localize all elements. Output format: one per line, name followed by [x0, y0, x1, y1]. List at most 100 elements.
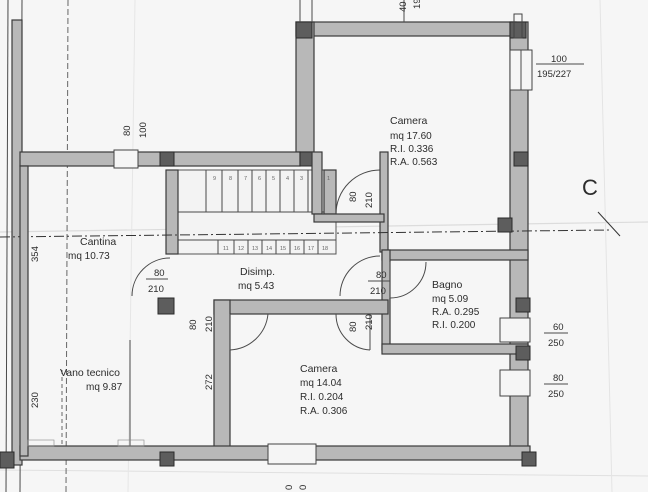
camera-window-opening	[499, 369, 531, 397]
dim-cantina-door-210: 210	[148, 284, 164, 295]
stair-step-number: 12	[238, 246, 244, 252]
dim-bottom-b: 0	[298, 485, 309, 490]
column	[295, 21, 313, 39]
paper-crease	[599, 0, 613, 492]
dim-camera-window-80: 80	[553, 373, 564, 384]
dim-window-width: 100	[551, 54, 567, 65]
camera-bottom-ra: R.A. 0.306	[300, 406, 348, 417]
stair-left-wall	[165, 169, 179, 255]
column	[521, 451, 537, 467]
column-outline	[513, 13, 523, 39]
column	[515, 297, 531, 313]
column	[0, 451, 15, 469]
stair-step-number: 18	[322, 246, 328, 252]
dim-top-40: 40	[398, 1, 409, 12]
dim-stair-door-210: 210	[364, 192, 375, 208]
camera-top-ra: R.A. 0.563	[390, 157, 438, 168]
stair-step-number: 11	[223, 246, 229, 252]
dim-hall-door-210: 210	[204, 316, 215, 332]
bagno-top-wall	[381, 249, 529, 261]
hall-door-swing	[229, 313, 269, 351]
dim-camera-door-210: 210	[364, 314, 375, 330]
stair-step-number: 7	[244, 176, 247, 182]
cantina-door-swing	[131, 257, 171, 297]
column	[157, 297, 175, 315]
dim-bagno-window-60: 60	[553, 322, 564, 333]
bagno-ri: R.I. 0.200	[432, 320, 476, 331]
camera-top-name: Camera	[390, 115, 428, 127]
column	[513, 151, 529, 167]
dim-camera-door-80: 80	[348, 321, 359, 332]
bagno-area: mq 5.09	[432, 294, 469, 305]
camera-bottom-area: mq 14.04	[300, 378, 342, 389]
bagno-ra: R.A. 0.295	[432, 307, 480, 318]
stair-lower-wall	[313, 213, 385, 223]
dim-354: 354	[30, 246, 41, 262]
stair-step-number: 13	[252, 246, 258, 252]
stair-step-number: 3	[300, 176, 303, 182]
dim-top-19: 19	[412, 0, 423, 9]
dim-left-window-80: 80	[122, 125, 133, 136]
dim-bottom-a: 0	[284, 485, 295, 490]
disimp-name: Disimp.	[240, 266, 275, 278]
paper-crease	[0, 469, 648, 477]
stair-step-number: 15	[280, 246, 286, 252]
dim-disimp-door-210: 210	[370, 286, 386, 297]
stair-step-number: 1	[327, 176, 330, 182]
camera-door-swing	[335, 313, 371, 351]
dim-left-window-100: 100	[138, 122, 149, 138]
vano-tecnico-area: mq 9.87	[86, 382, 123, 393]
column	[159, 151, 175, 167]
dim-camera-window-250: 250	[548, 389, 564, 400]
bottom-annotation-boxes	[27, 439, 145, 447]
left-axis-line	[65, 0, 69, 492]
bottom-window-opening	[267, 443, 317, 465]
cantina-name: Cantina	[80, 236, 116, 248]
stair-step-number: 6	[258, 176, 261, 182]
dim-cantina-door-80: 80	[154, 268, 165, 279]
stair-step-number: 5	[272, 176, 275, 182]
cantina-area: mq 10.73	[68, 251, 110, 262]
stair-lower-steps	[217, 240, 319, 254]
dim-window-height: 195/227	[537, 69, 571, 80]
column	[515, 345, 531, 361]
paper-crease	[127, 0, 136, 492]
dim-hall-door-80: 80	[188, 319, 199, 330]
column	[509, 21, 527, 39]
camera-bottom-left-wall	[213, 299, 231, 449]
stair-step-number: 17	[308, 246, 314, 252]
stair-step-number: 8	[229, 176, 232, 182]
left-inner-wall	[19, 165, 29, 457]
dim-stair-door-80: 80	[348, 191, 359, 202]
disimp-area: mq 5.43	[238, 281, 275, 292]
camera-bottom-ri: R.I. 0.204	[300, 392, 344, 403]
dim-bagno-window-250: 250	[548, 338, 564, 349]
column	[497, 217, 513, 233]
vano-tecnico-name: Vano tecnico	[60, 367, 120, 379]
stair-step-number: 16	[294, 246, 300, 252]
camera-top-ri: R.I. 0.336	[390, 144, 434, 155]
stair-step-number: 9	[213, 176, 216, 182]
section-arrow	[597, 211, 621, 237]
bagno-name: Bagno	[432, 279, 463, 291]
camera-top-area: mq 17.60	[390, 131, 432, 142]
central-wall	[379, 151, 389, 253]
upper-left-wall	[295, 21, 315, 153]
bagno-door-swing	[389, 261, 427, 299]
camera-bottom-top-wall	[213, 299, 389, 315]
top-wall	[295, 21, 517, 37]
left-window-opening	[113, 149, 139, 169]
dim-disimp-door-80: 80	[376, 270, 387, 281]
dim-272: 272	[204, 374, 215, 390]
dim-230: 230	[30, 392, 41, 408]
bagno-window-opening	[499, 317, 531, 343]
stair-door-jamb	[311, 151, 323, 215]
left-edge-line	[5, 0, 9, 492]
stair-step-number: 14	[266, 246, 272, 252]
stair-step-number: 4	[286, 176, 289, 182]
column	[159, 451, 175, 467]
disimp-door-swing	[339, 255, 381, 297]
bagno-bottom-wall	[381, 343, 529, 355]
